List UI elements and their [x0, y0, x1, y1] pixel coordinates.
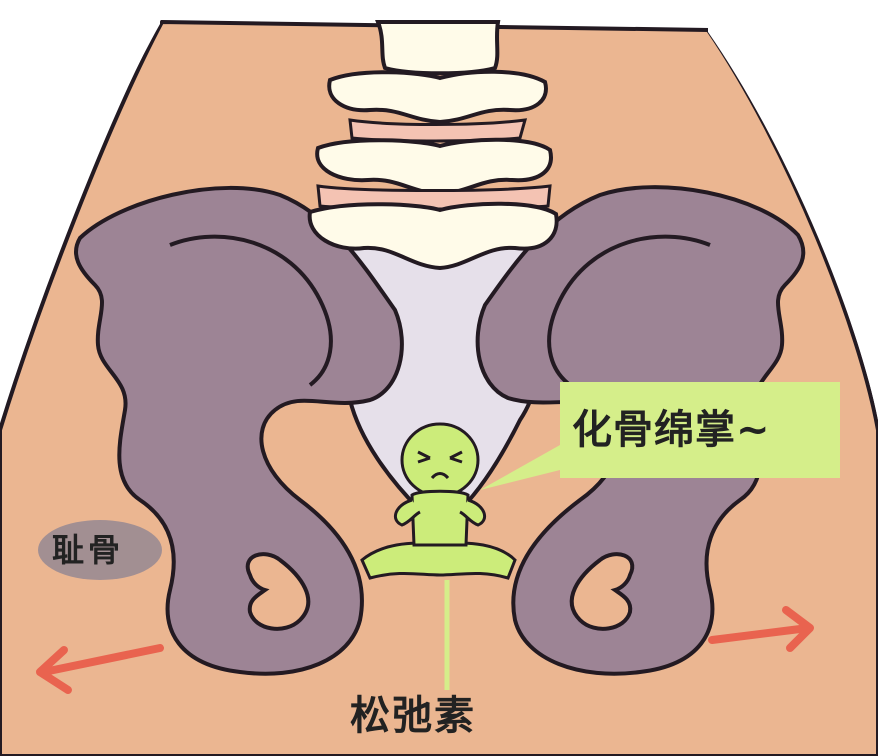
pubic-bone-label: 耻骨	[52, 531, 125, 569]
pubic-bone-bubble	[38, 520, 162, 580]
background-right	[708, 0, 878, 420]
vertebra-top	[375, 20, 501, 76]
right-iliac-crest	[547, 234, 711, 387]
callout-bubble	[480, 382, 840, 490]
vertebra-3	[315, 137, 553, 197]
callout-label: 化骨绵掌~	[572, 407, 771, 453]
pubic-symphysis	[360, 541, 517, 580]
left-arrow-icon	[36, 644, 164, 694]
right-obturator-foramen	[569, 552, 635, 631]
relaxin-label: 松弛素	[350, 693, 476, 739]
left-obturator-foramen	[245, 552, 311, 631]
left-iliac-crest	[169, 234, 333, 387]
left-hip-bone	[74, 185, 404, 676]
right-arrow-icon	[708, 606, 814, 652]
relaxin-character-icon	[393, 422, 487, 547]
vertebra-2	[327, 69, 548, 125]
vertebra-4	[307, 201, 559, 271]
background-left	[0, 0, 160, 420]
